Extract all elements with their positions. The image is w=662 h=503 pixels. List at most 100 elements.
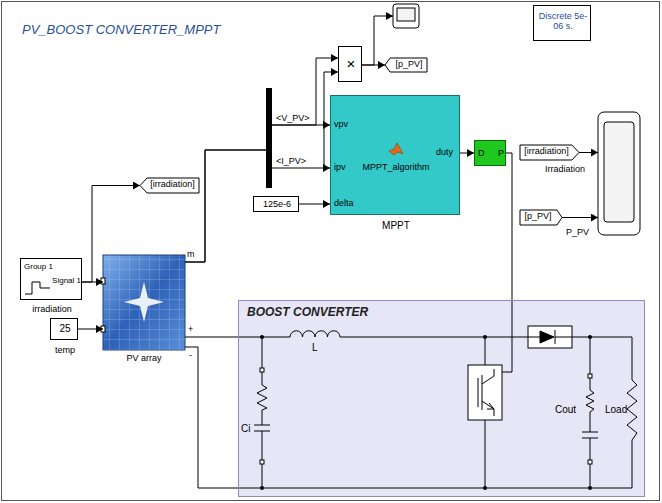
drawing-part: [260, 368, 264, 372]
drawing-part: [397, 8, 415, 21]
component-name: Ci: [241, 423, 250, 435]
drawing-part: [478, 369, 494, 416]
block-text: ×: [347, 55, 356, 72]
drawing-part: [124, 282, 164, 322]
block-label: Signal 1: [52, 276, 81, 285]
drawing-part: [604, 122, 634, 222]
tag-shape: [140, 178, 199, 193]
signal-icon: [25, 282, 50, 294]
capacitor-symbol: [254, 337, 270, 488]
port-name: +: [188, 324, 193, 334]
boost-circuit: [238, 326, 637, 490]
powergui-block: Discrete 5e-06 s.: [533, 5, 591, 41]
boost-converter-band: BOOST CONVERTER: [238, 300, 645, 497]
port-name: ipv: [334, 162, 346, 172]
capacitor-symbol: [582, 337, 598, 488]
drawing-part: [487, 403, 494, 409]
constant-block: 25temp: [50, 318, 78, 340]
block-text: [p_PV]: [524, 211, 551, 221]
block-text: D: [478, 148, 485, 158]
from-tag: [p_PV]: [520, 210, 562, 225]
signal-line: [362, 65, 385, 66]
drawing-part: [260, 335, 264, 339]
signal-line: [562, 217, 598, 218]
block-text: [p_PV]: [395, 59, 422, 69]
resistor-symbol: [627, 337, 637, 488]
electrical-wire: [506, 153, 512, 300]
from-tag: [irradiation]: [520, 145, 579, 160]
matlab-icon: [389, 143, 403, 155]
drawing-part: [272, 168, 330, 169]
block-label: MPPT: [382, 220, 410, 232]
drawing-part: [588, 486, 592, 490]
signal-builder: Group 1Signal 1irradiation: [20, 258, 82, 300]
port-name: duty: [436, 147, 453, 157]
block-label: temp: [55, 345, 75, 355]
drawing-part: [468, 365, 502, 420]
pv-panel-image: [101, 255, 185, 350]
boost-band-fill: [238, 300, 645, 497]
block-text: [irradiation]: [150, 179, 195, 189]
igbt-symbol: [468, 337, 502, 488]
signal-line: [185, 125, 330, 262]
signal-name: P_PV: [566, 227, 589, 237]
inductor-symbol: [290, 331, 340, 337]
port-name: -: [189, 350, 192, 360]
scope-block: [598, 112, 640, 235]
signal-line: [82, 186, 140, 283]
drawing-part: [362, 16, 393, 65]
drawing-part: [393, 4, 419, 28]
drawing-part: [260, 486, 264, 490]
matlab-icon: [388, 142, 404, 156]
drawing-part: [485, 337, 486, 365]
electrical-wire: [185, 347, 238, 488]
drawing-part: [588, 335, 592, 339]
port-name: m: [187, 249, 195, 259]
drawing-part: [528, 330, 572, 344]
signal-name: <V_PV>: [276, 113, 310, 123]
component-name: Cout: [555, 404, 576, 416]
drawing-part: [103, 255, 185, 350]
signal-line: [185, 58, 338, 262]
drawing-part: [262, 337, 263, 385]
tag-shape: [520, 145, 579, 160]
product-block: ×: [338, 46, 362, 82]
port-name: delta: [334, 198, 354, 208]
block-text: BOOST CONVERTER: [247, 306, 368, 320]
signal-line: [579, 152, 598, 153]
drawing-part: [582, 412, 598, 488]
signal-line: [299, 204, 330, 205]
drawing-part: [627, 380, 637, 440]
block-text: 25: [59, 323, 70, 335]
goto-tag: [irradiation]: [140, 178, 199, 193]
drawing-part: [485, 420, 486, 488]
constant-block: 125e-6: [253, 196, 299, 212]
drawing-part: [632, 440, 633, 488]
diode-symbol: [528, 326, 572, 348]
block-label: P: [498, 148, 504, 158]
component-name: Load: [605, 404, 627, 416]
drawing-part: [588, 374, 592, 378]
tag-shape: [385, 58, 427, 72]
junction-dot: [260, 335, 592, 490]
tag-shape: [520, 210, 562, 225]
block-text: 125e-6: [263, 199, 291, 209]
drawing-part: [502, 300, 512, 372]
port-name: vpv: [334, 119, 348, 129]
drawing-part: [483, 335, 487, 339]
drawing-part: [260, 460, 264, 464]
block-text: [irradiation]: [524, 146, 569, 156]
drawing-part: [586, 390, 594, 412]
pwm-generator: DP: [474, 140, 506, 166]
drawing-part: [483, 486, 487, 490]
scope-block: [393, 4, 419, 28]
drawing-part: [528, 326, 572, 348]
block-label: irradiation: [32, 304, 72, 314]
drawing-part: [254, 410, 270, 488]
block-text: Group 1: [24, 262, 53, 271]
drawing-part: [101, 278, 105, 284]
